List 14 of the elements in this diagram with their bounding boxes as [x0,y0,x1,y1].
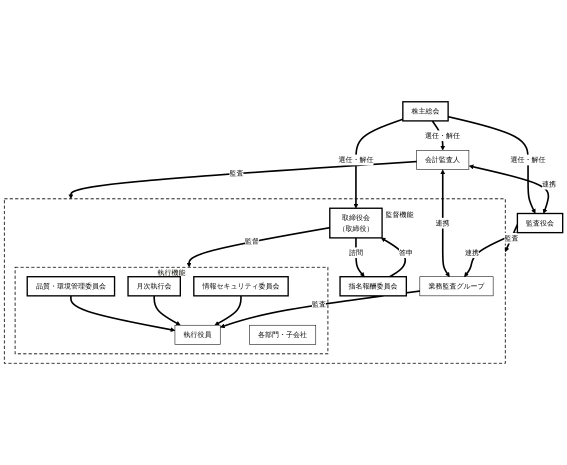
arrow [354,118,404,208]
arrow [68,160,417,200]
arrow [440,169,450,277]
arrow [448,116,536,214]
arrow [153,296,181,326]
arrow [504,224,518,252]
arrow [380,238,406,278]
cluster [4,198,506,364]
arrow [464,232,518,277]
arrow [186,226,330,268]
arrow [214,296,242,326]
arrow [70,296,176,332]
arrow [355,238,365,277]
arrow [468,164,550,214]
